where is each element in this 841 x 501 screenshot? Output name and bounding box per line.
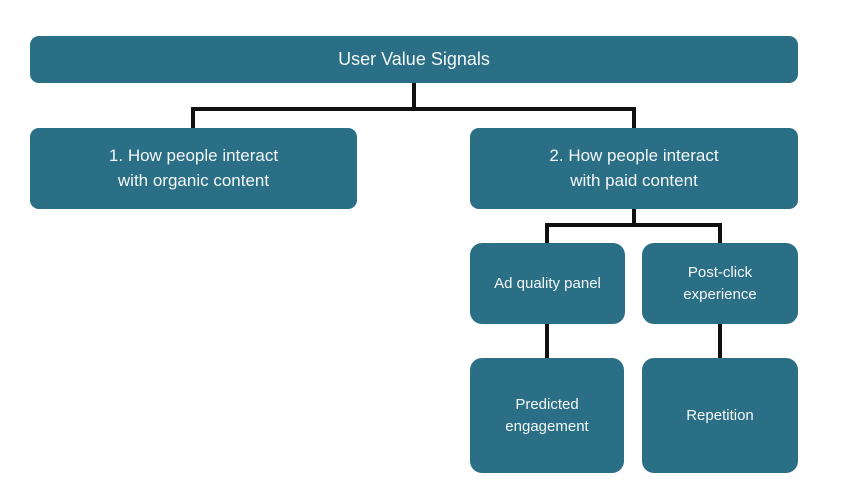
node-organic-content: 1. How people interact with organic cont… — [30, 128, 357, 209]
connector-to-predicted — [545, 324, 549, 358]
node-paid-content-label-line2: with paid content — [570, 170, 698, 190]
connector-root-down — [412, 83, 416, 111]
node-user-value-signals-label: User Value Signals — [338, 48, 490, 69]
node-organic-content-label-line1: 1. How people interact — [108, 146, 279, 166]
node-predicted-engagement: Predicted engagement — [470, 358, 624, 473]
node-post-click-experience: Post-click experience — [642, 243, 798, 324]
connector-paid-down — [632, 209, 636, 227]
node-post-click-experience-label-line1: Post-click — [687, 264, 753, 282]
connector-to-organic — [191, 111, 195, 128]
node-user-value-signals: User Value Signals — [30, 36, 798, 83]
node-paid-content-label-line1: 2. How people interact — [549, 146, 719, 166]
connector-level1-horizontal — [191, 107, 636, 111]
node-predicted-engagement-label-line1: Predicted — [515, 396, 579, 414]
node-organic-content-label-line2: with organic content — [117, 170, 270, 190]
connector-to-ad-quality-panel — [545, 227, 549, 243]
node-ad-quality-panel: Ad quality panel — [470, 243, 625, 324]
connector-to-repetition — [718, 324, 722, 358]
connector-level2-horizontal — [545, 223, 722, 227]
connector-to-post-click — [718, 227, 722, 243]
connector-to-paid — [632, 111, 636, 128]
node-repetition-label: Repetition — [686, 406, 754, 424]
node-post-click-experience-label-line2: experience — [683, 285, 757, 303]
node-ad-quality-panel-label: Ad quality panel — [494, 274, 601, 292]
node-predicted-engagement-label-line2: engagement — [505, 417, 589, 435]
node-repetition: Repetition — [642, 358, 798, 473]
node-paid-content: 2. How people interact with paid content — [470, 128, 798, 209]
